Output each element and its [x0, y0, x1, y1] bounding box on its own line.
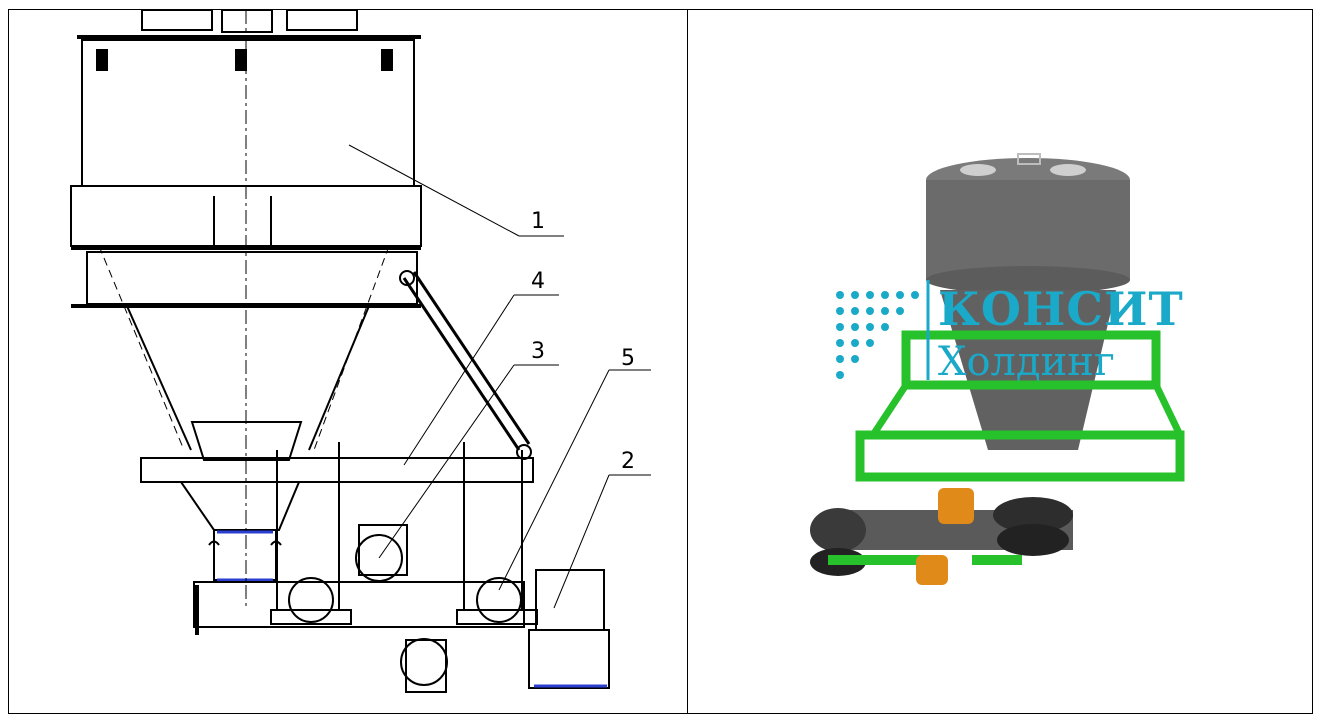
feeder-trough — [193, 581, 525, 628]
outlet-bellows-right — [535, 569, 605, 631]
lid-hatch-right — [286, 10, 358, 31]
callout-2: 2 — [621, 449, 635, 474]
render-cylinder — [926, 180, 1130, 280]
callout-4: 4 — [531, 269, 545, 294]
hopper-cone-right — [308, 305, 370, 451]
load-cell-left — [288, 577, 334, 623]
outer-frame — [8, 9, 1313, 714]
bellows-left — [213, 529, 277, 581]
load-cell-right — [476, 577, 522, 623]
render-upper-frame — [901, 330, 1161, 390]
vibrator-motor-bottom — [400, 638, 448, 686]
render-motor-bottom — [916, 555, 948, 585]
upper-frame — [86, 251, 418, 305]
hopper-cylinder — [81, 39, 415, 187]
render-cone — [940, 290, 1116, 450]
hopper-cone-left — [126, 305, 192, 451]
callout-3: 3 — [531, 339, 545, 364]
vibrator-motor-top — [355, 534, 403, 582]
callout-5: 5 — [621, 346, 635, 371]
panel-divider — [687, 9, 688, 714]
brand-subtitle: Холдинг — [938, 339, 1115, 385]
render-lower-frame — [855, 430, 1185, 482]
render-panel: КОНСИТ Холдинг — [688, 10, 1312, 713]
technical-drawing-panel: 1 4 3 5 2 — [9, 10, 687, 713]
render-motor-top — [938, 488, 974, 524]
lid-hatch-center — [221, 10, 273, 33]
technical-drawing: 1 4 3 5 2 — [70, 10, 651, 693]
equipment-render: КОНСИТ Холдинг — [810, 153, 1185, 585]
brand-name: КОНСИТ — [938, 282, 1184, 336]
brand-dot-grid — [836, 291, 919, 379]
main-beam — [140, 457, 534, 483]
lid-hatch-left — [141, 10, 213, 31]
callout-1: 1 — [531, 209, 545, 234]
